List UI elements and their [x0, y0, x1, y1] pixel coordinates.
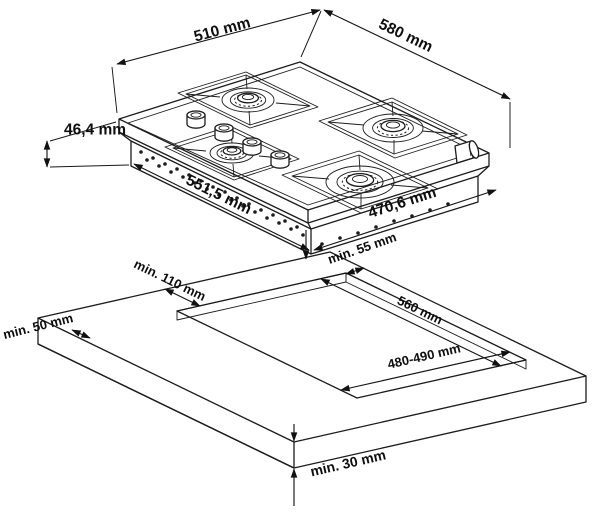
knob-2: [214, 123, 234, 142]
knob-4: [270, 150, 290, 169]
hob-drawing: [118, 61, 490, 255]
burner-rear-right: [362, 113, 424, 143]
dimension-hob-height: 46,4 mm: [43, 121, 130, 168]
gas-inlet-fitting: [454, 140, 480, 164]
dim-label-worktop-thickness: min. 30 mm: [309, 446, 388, 479]
worktop-drawing: [37, 251, 587, 469]
knob-3: [242, 137, 262, 156]
dim-label-hob-height: 46,4 mm: [64, 121, 126, 138]
dim-label-hob-width: 580 mm: [376, 16, 435, 56]
knob-1: [186, 110, 206, 129]
control-knobs: [186, 110, 290, 169]
dim-label-rear-clearance: min. 55 mm: [326, 229, 399, 266]
worktop-bottom-front-left-edge: [37, 343, 295, 469]
burners: [209, 87, 424, 199]
burner-rear-left: [221, 87, 275, 113]
dim-label-hob-depth: 510 mm: [192, 14, 252, 45]
